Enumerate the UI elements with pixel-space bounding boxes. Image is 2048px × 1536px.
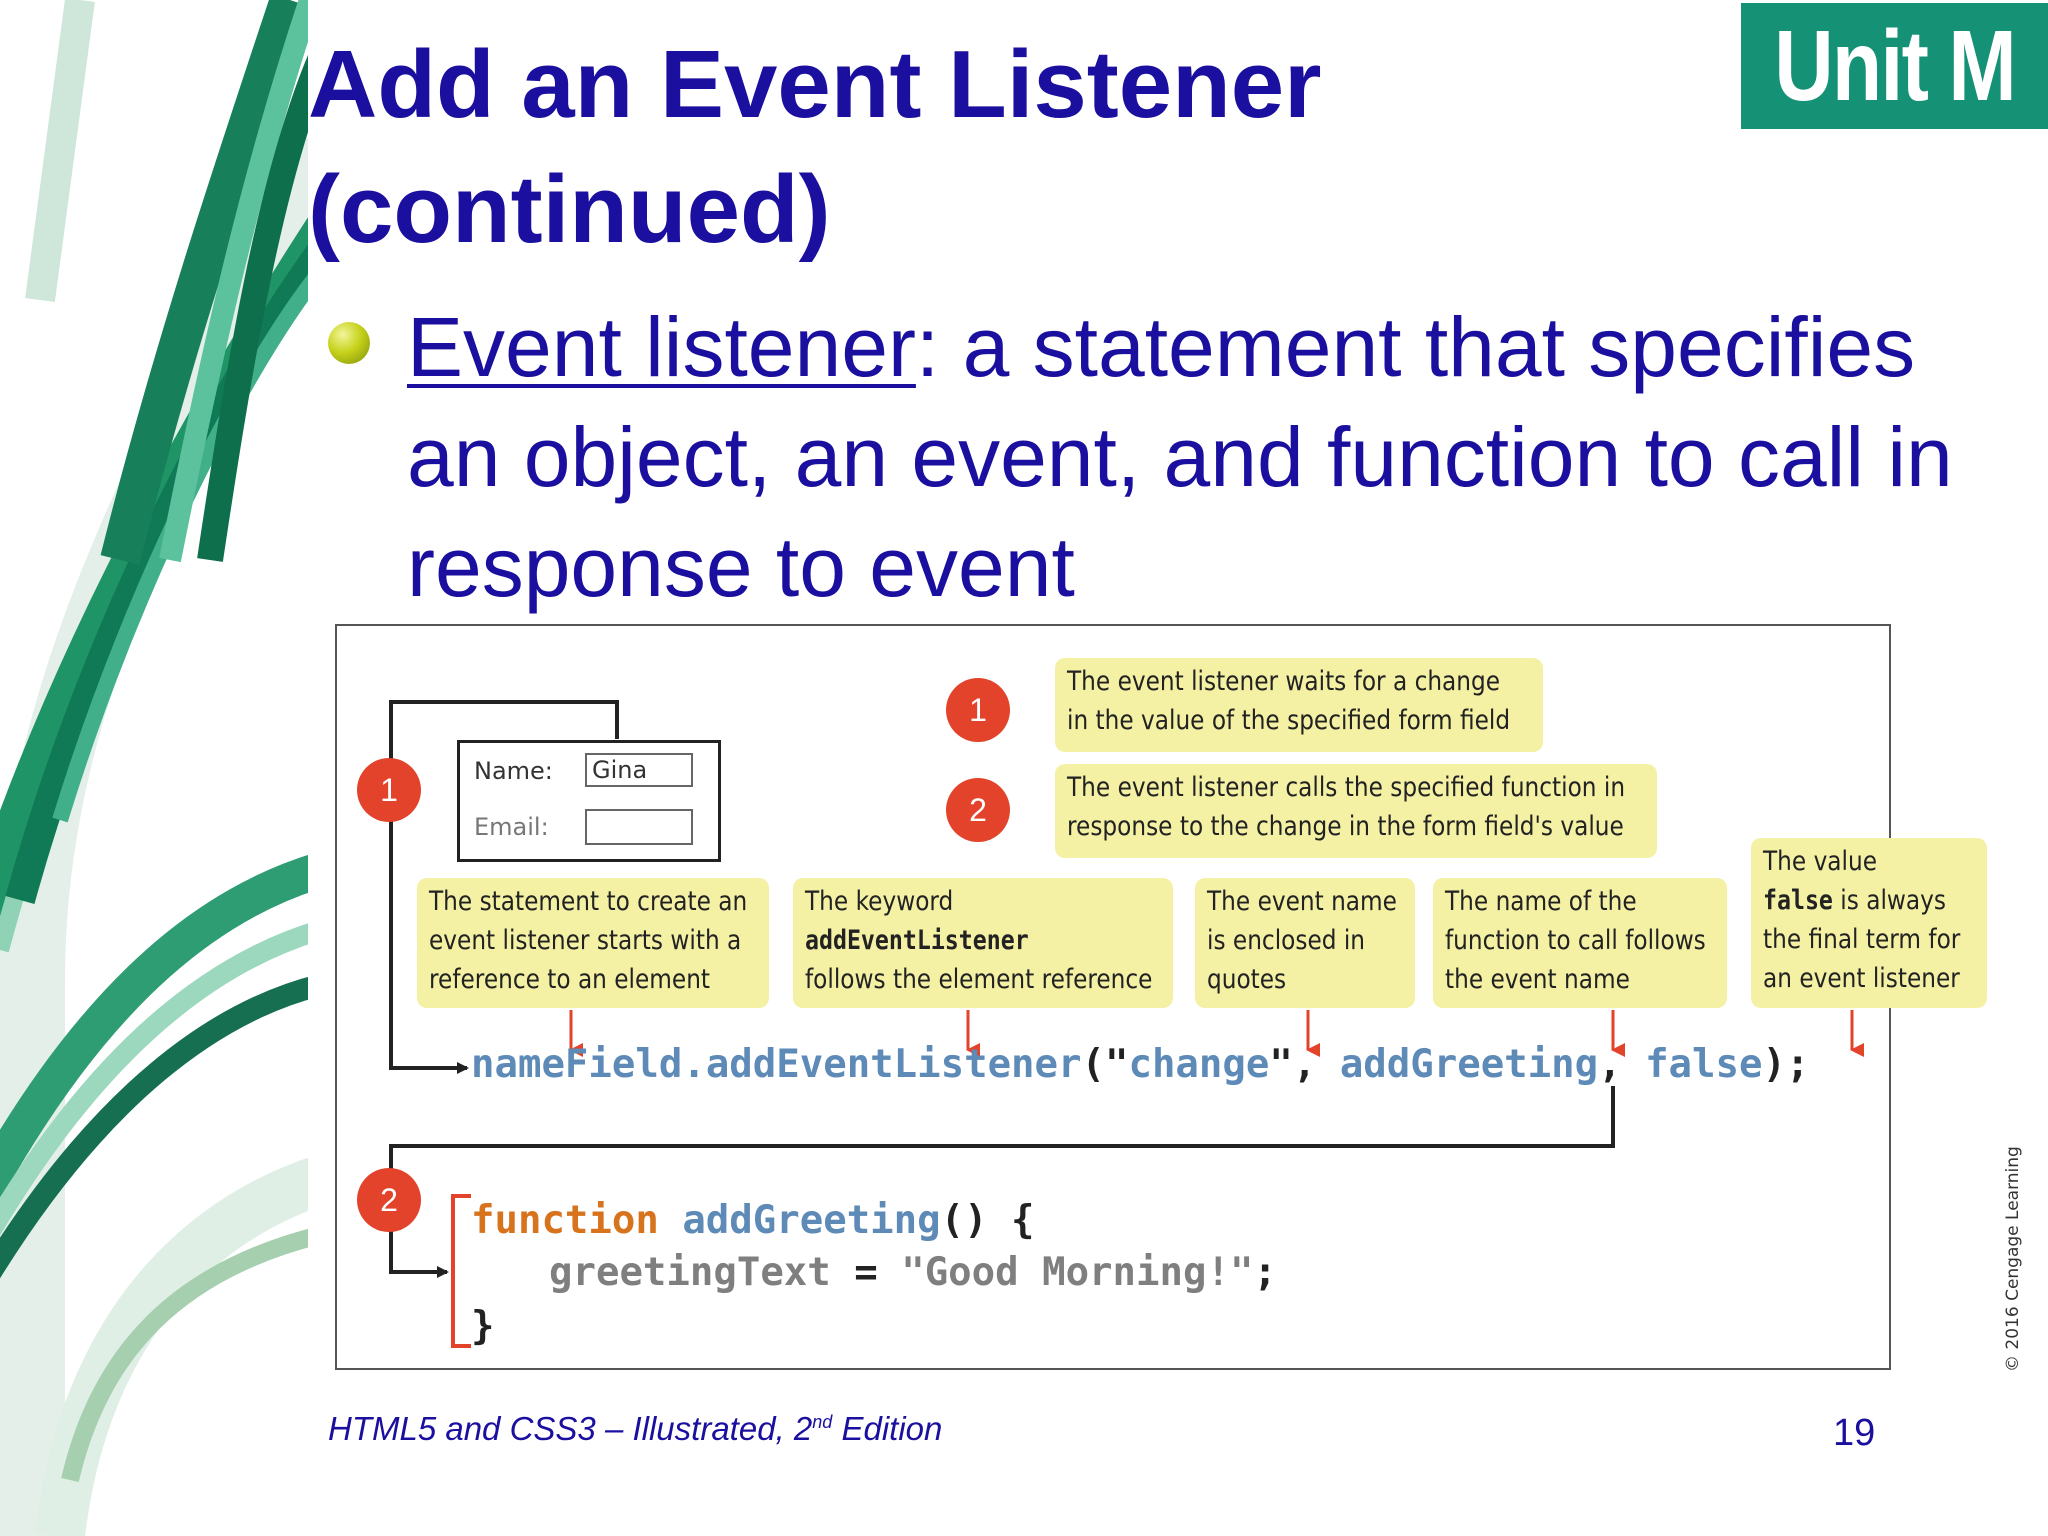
code-body-end: ; bbox=[1253, 1250, 1277, 1295]
function-bracket bbox=[451, 1194, 471, 1348]
callout-function-name: The name of the function to call follows… bbox=[1433, 878, 1727, 1008]
legend-callout-2: The event listener calls the specified f… bbox=[1055, 764, 1657, 858]
function-connector-line bbox=[389, 1086, 1615, 1278]
bullet-term: Event listener bbox=[407, 300, 916, 394]
footer-book-title: HTML5 and CSS3 – Illustrated, 2nd Editio… bbox=[328, 1410, 942, 1448]
legend-callout-2-text: The event listener calls the specified f… bbox=[1067, 772, 1626, 842]
code-event: change bbox=[1128, 1042, 1270, 1087]
green-stripe-decoration bbox=[0, 0, 320, 1536]
email-label: Email: bbox=[474, 813, 549, 841]
callout-value-false-text: The value false is always the final term… bbox=[1763, 842, 1960, 998]
callout-value-false: The value false is always the final term… bbox=[1751, 838, 1987, 1008]
slide-title-line2: (continued) bbox=[308, 156, 831, 263]
code-open: (" bbox=[1081, 1042, 1129, 1087]
callout-value-post: is always the final term for an event li… bbox=[1763, 885, 1961, 994]
code-body-str: "Good Morning!" bbox=[901, 1250, 1254, 1295]
code-sep2: , bbox=[1598, 1042, 1646, 1087]
function-definition-line: function addGreeting() { bbox=[471, 1198, 1035, 1243]
legend-marker-1: 1 bbox=[946, 678, 1010, 742]
callout-keyword-post: follows the element reference bbox=[805, 964, 1153, 995]
code-fn-keyword: function bbox=[471, 1198, 659, 1243]
callout-keyword: The keyword addEventListener follows the… bbox=[793, 878, 1173, 1008]
code-body-var: greetingText bbox=[549, 1250, 831, 1295]
function-body-line: greetingText = "Good Morning!"; bbox=[549, 1250, 1277, 1295]
email-field bbox=[585, 809, 693, 845]
code-bool: false bbox=[1645, 1042, 1763, 1087]
step-marker-2: 2 bbox=[357, 1168, 421, 1232]
callout-keyword-pre: The keyword bbox=[805, 886, 954, 917]
code-fn-open: () { bbox=[940, 1198, 1035, 1243]
event-listener-figure: Name: Gina Email: 1 2 1 2 The event list… bbox=[335, 624, 1987, 1370]
figure-connector-lines bbox=[389, 700, 1864, 1348]
legend-marker-2: 2 bbox=[946, 778, 1010, 842]
bullet-definition: : a statement that specifies an object, … bbox=[407, 300, 1953, 614]
code-fn-name: addGreeting bbox=[682, 1198, 941, 1243]
unit-badge-label: Unit M bbox=[1774, 9, 2016, 122]
lime-sphere-bullet-icon bbox=[328, 322, 370, 364]
code-object: nameField bbox=[471, 1042, 683, 1087]
slide-title: Add an Event Listener (continued) bbox=[308, 22, 1322, 272]
legend-callout-1: The event listener waits for a change in… bbox=[1055, 658, 1543, 752]
copyright-credit: © 2016 Cengage Learning bbox=[2003, 1146, 2023, 1372]
code-dot: . bbox=[682, 1042, 706, 1087]
callout-event-name-text: The event name is enclosed in quotes bbox=[1207, 886, 1397, 995]
step-marker-1: 1 bbox=[357, 758, 421, 822]
footer-book: HTML5 and CSS3 – Illustrated, 2 bbox=[328, 1410, 813, 1447]
callout-keyword-code: addEventListener bbox=[805, 925, 1029, 956]
code-handler: addGreeting bbox=[1339, 1042, 1599, 1087]
code-close: ); bbox=[1762, 1042, 1810, 1087]
callout-function-name-text: The name of the function to call follows… bbox=[1445, 886, 1706, 995]
name-label: Name: bbox=[474, 757, 553, 785]
callout-keyword-text: The keyword addEventListener follows the… bbox=[805, 882, 1152, 999]
callout-element-reference-text: The statement to create an event listene… bbox=[429, 886, 748, 995]
page-number: 19 bbox=[1833, 1412, 1876, 1454]
footer-sup: nd bbox=[812, 1412, 833, 1432]
form-connector-line bbox=[389, 700, 619, 1074]
slide-title-line1: Add an Event Listener bbox=[308, 31, 1322, 138]
code-fn-close: } bbox=[471, 1304, 495, 1349]
unit-badge: Unit M bbox=[1741, 3, 2048, 129]
sample-form: Name: Gina Email: bbox=[457, 740, 721, 862]
callout-value-pre: The value bbox=[1763, 846, 1878, 877]
code-method: addEventListener bbox=[705, 1042, 1082, 1087]
bullet-point: Event listener: a statement that specifi… bbox=[407, 292, 2007, 622]
event-listener-statement: nameField.addEventListener("change", add… bbox=[471, 1042, 1809, 1087]
code-body-eq: = bbox=[830, 1250, 902, 1295]
function-close-line: } bbox=[471, 1304, 494, 1349]
legend-callout-1-text: The event listener waits for a change in… bbox=[1067, 666, 1511, 736]
name-field: Gina bbox=[585, 753, 693, 787]
callout-element-reference: The statement to create an event listene… bbox=[417, 878, 769, 1008]
code-sep1: ", bbox=[1269, 1042, 1340, 1087]
callout-event-name: The event name is enclosed in quotes bbox=[1195, 878, 1415, 1008]
footer-edition: Edition bbox=[832, 1410, 943, 1447]
callout-value-code: false bbox=[1763, 885, 1833, 916]
